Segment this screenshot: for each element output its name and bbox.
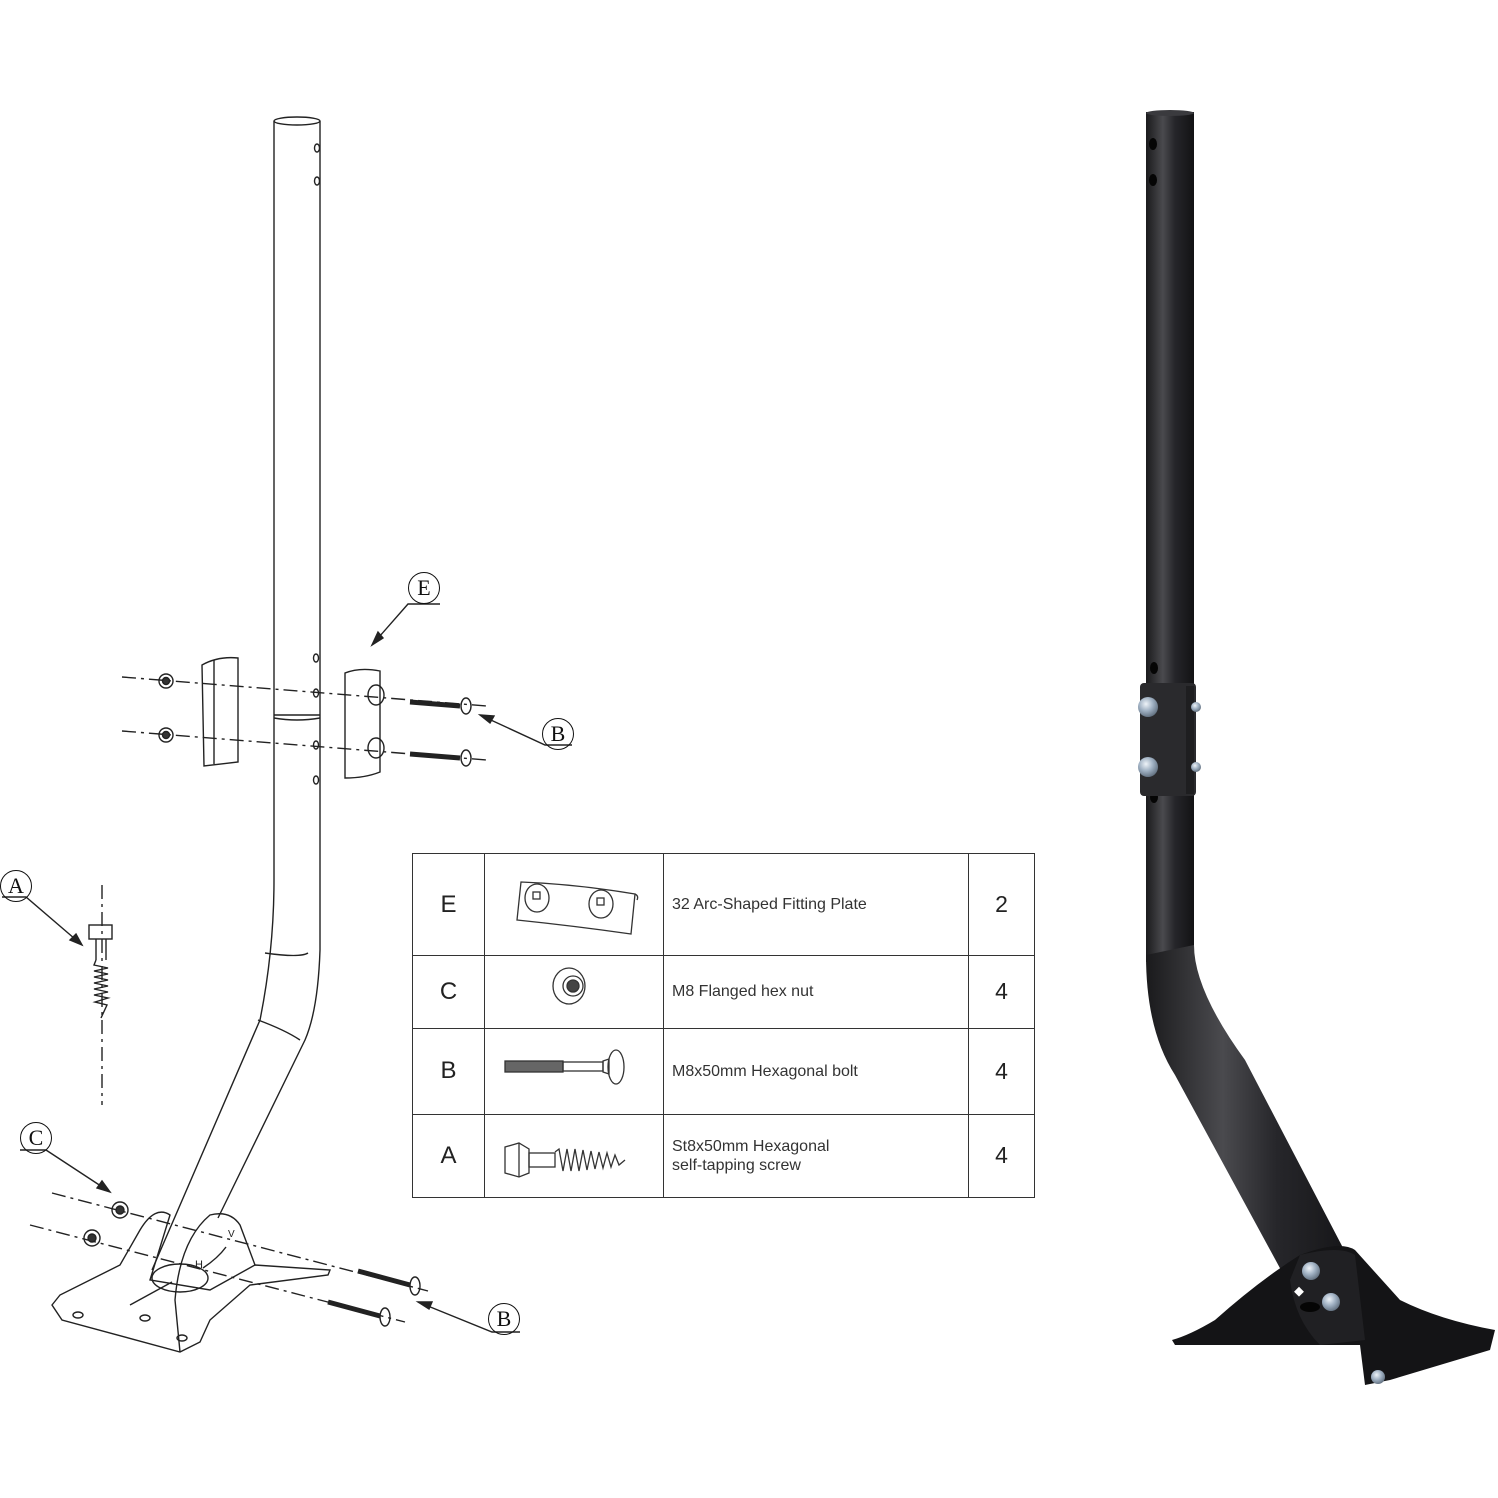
part-image <box>484 852 664 957</box>
callout-A: A <box>0 870 32 902</box>
photo-mast <box>1146 110 1365 1305</box>
part-quantity: 4 <box>968 955 1035 1029</box>
table-row: A St8x50mm Hexagonal self-tapping screw … <box>412 1113 1035 1199</box>
part-description: 32 Arc-Shaped Fitting Plate <box>663 852 969 957</box>
table-row: E 32 Arc-Shaped Fitting Plate 2 <box>412 852 1035 957</box>
svg-text:H: H <box>195 1259 203 1271</box>
part-image <box>484 1113 664 1199</box>
part-letter: A <box>412 1113 485 1199</box>
bolts-upper <box>409 697 472 767</box>
lag-screw-drawing <box>88 924 113 1019</box>
callout-C: C <box>20 1122 52 1154</box>
part-quantity: 4 <box>968 1027 1035 1115</box>
callout-B-upper: B <box>542 718 574 750</box>
nuts-upper <box>158 673 174 743</box>
nuts-base <box>83 1201 129 1247</box>
part-description: M8x50mm Hexagonal bolt <box>663 1027 969 1115</box>
bolt-icon <box>504 1048 625 1085</box>
parts-table: E 32 Arc-Shaped Fitting Plate 2 C <box>412 852 1035 1199</box>
part-description: St8x50mm Hexagonal self-tapping screw <box>663 1113 969 1199</box>
part-description: M8 Flanged hex nut <box>663 955 969 1029</box>
lag-screw-icon <box>504 1142 626 1178</box>
photo-base <box>1172 1246 1495 1385</box>
mast-drawing <box>151 116 321 1293</box>
callout-E: E <box>408 572 440 604</box>
part-letter: C <box>412 955 485 1029</box>
svg-text:V: V <box>228 1229 235 1240</box>
arc-plate-left <box>201 656 239 767</box>
part-quantity: 2 <box>968 852 1035 957</box>
part-image <box>484 955 664 1029</box>
part-description-line-2: self-tapping screw <box>672 1156 801 1174</box>
part-letter: B <box>412 1027 485 1115</box>
arc-plate-right <box>344 668 385 779</box>
part-letter: E <box>412 852 485 957</box>
photo-clamp <box>1138 683 1201 796</box>
part-description-line-1: St8x50mm Hexagonal <box>672 1137 830 1155</box>
part-image <box>484 1027 664 1115</box>
part-quantity: 4 <box>968 1113 1035 1199</box>
table-row: B M8x50mm Hexagonal bolt 4 <box>412 1027 1035 1115</box>
table-row: C M8 Flanged hex nut 4 <box>412 955 1035 1029</box>
arc-plate-icon <box>516 881 639 935</box>
callout-B-base: B <box>488 1303 520 1335</box>
base-bracket-drawing: H V <box>51 1211 332 1353</box>
flanged-nut-icon <box>552 967 586 1005</box>
bolts-base <box>327 1268 421 1327</box>
